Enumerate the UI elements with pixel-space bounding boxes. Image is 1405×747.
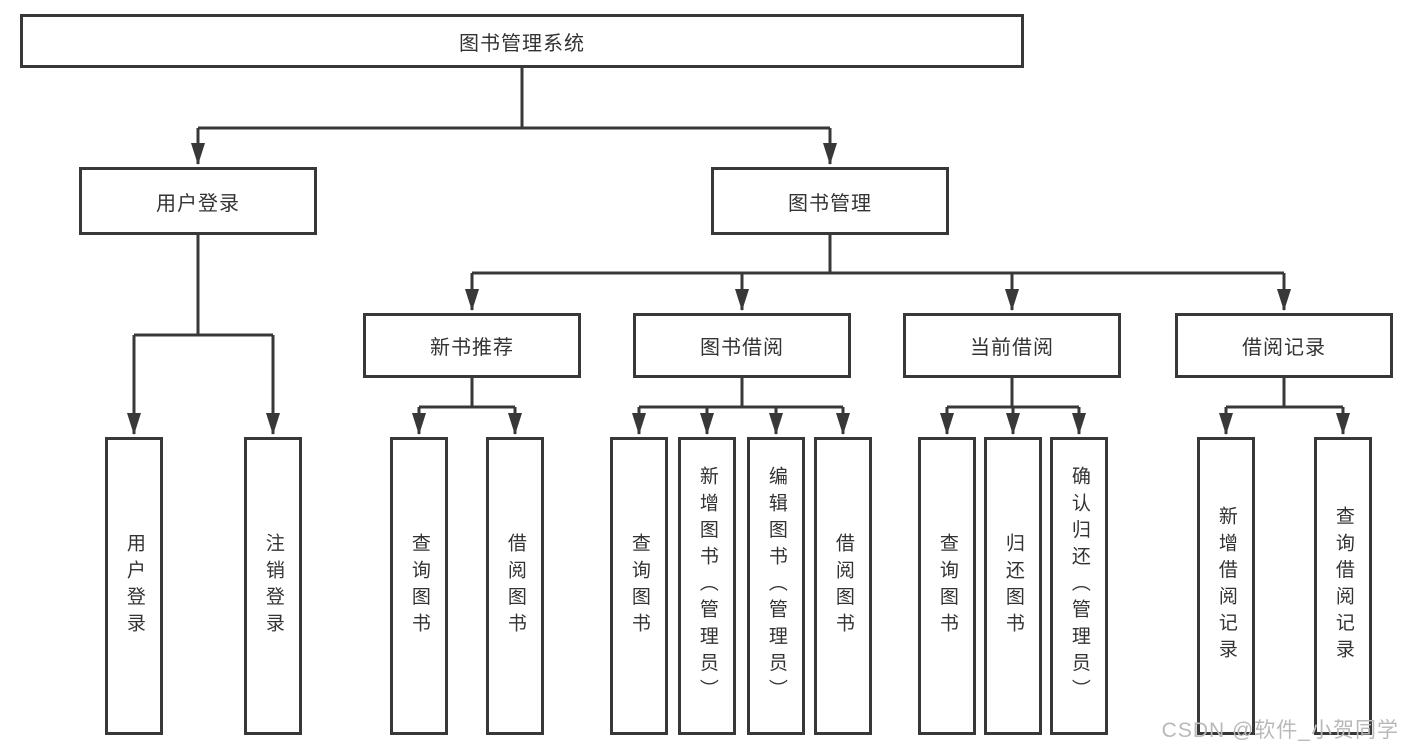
node-label: 借阅图书 <box>504 532 526 640</box>
node-book-borrowing: 图书借阅 <box>633 313 851 378</box>
node-root-library-system: 图书管理系统 <box>20 14 1024 68</box>
node-leaf-add-borrow-record: 新增借阅记录 <box>1197 437 1255 735</box>
node-leaf-query-books-3: 查询图书 <box>918 437 976 735</box>
node-user-login: 用户登录 <box>79 167 317 235</box>
node-label: 新增借阅记录 <box>1215 506 1237 666</box>
node-leaf-add-book-admin: 新增图书（管理员） <box>678 437 736 735</box>
node-label: 新书推荐 <box>430 337 514 359</box>
node-label: 图书管理系统 <box>459 32 585 55</box>
node-current-borrowing: 当前借阅 <box>903 313 1121 378</box>
node-leaf-user-login: 用户登录 <box>105 437 163 735</box>
node-label: 注销登录 <box>262 532 284 640</box>
node-leaf-edit-book-admin: 编辑图书（管理员） <box>747 437 805 735</box>
node-borrowing-records: 借阅记录 <box>1175 313 1393 378</box>
node-label: 查询图书 <box>408 532 430 640</box>
node-label: 确认归还（管理员） <box>1068 466 1090 706</box>
node-label: 图书管理 <box>788 192 872 215</box>
node-label: 用户登录 <box>156 192 240 215</box>
node-book-management: 图书管理 <box>711 167 949 235</box>
node-leaf-query-books-1: 查询图书 <box>390 437 448 735</box>
node-label: 归还图书 <box>1002 532 1024 640</box>
node-label: 查询借阅记录 <box>1332 506 1354 666</box>
node-leaf-borrow-books-1: 借阅图书 <box>486 437 544 735</box>
node-leaf-return-books: 归还图书 <box>984 437 1042 735</box>
node-label: 借阅记录 <box>1242 337 1326 359</box>
node-label: 编辑图书（管理员） <box>765 466 787 706</box>
node-label: 借阅图书 <box>832 532 854 640</box>
csdn-watermark: CSDN @软件_小贺同学 <box>1161 719 1399 742</box>
node-label: 当前借阅 <box>970 337 1054 359</box>
node-leaf-query-borrow-record: 查询借阅记录 <box>1314 437 1372 735</box>
node-label: 用户登录 <box>123 532 145 640</box>
node-label: 查询图书 <box>628 532 650 640</box>
node-leaf-confirm-return-admin: 确认归还（管理员） <box>1050 437 1108 735</box>
node-new-book-recommend: 新书推荐 <box>363 313 581 378</box>
node-leaf-query-books-2: 查询图书 <box>610 437 668 735</box>
node-leaf-borrow-books-2: 借阅图书 <box>814 437 872 735</box>
node-leaf-logout: 注销登录 <box>244 437 302 735</box>
node-label: 图书借阅 <box>700 337 784 359</box>
node-label: 新增图书（管理员） <box>696 466 718 706</box>
node-label: 查询图书 <box>936 532 958 640</box>
